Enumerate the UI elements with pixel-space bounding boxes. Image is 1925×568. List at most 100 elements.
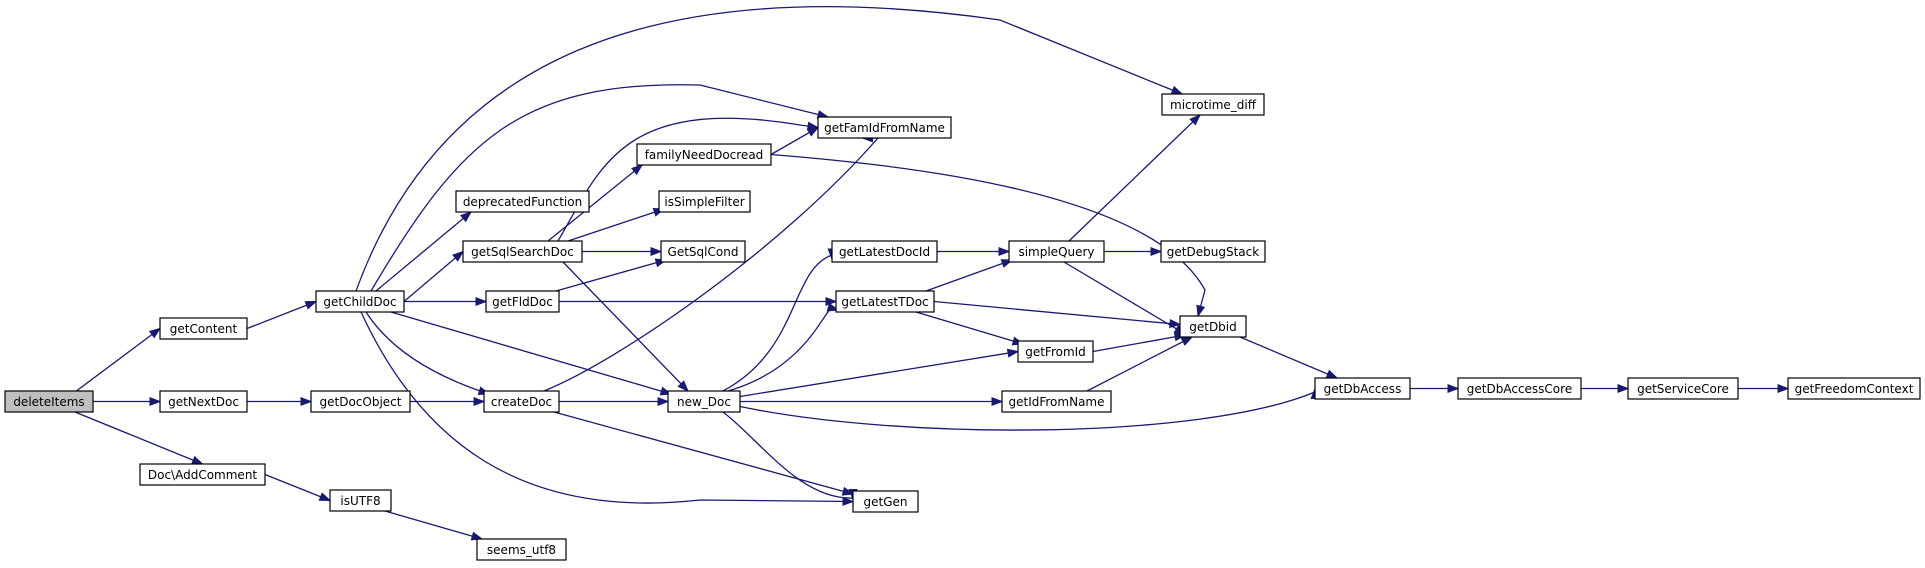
node-box [1627, 377, 1739, 400]
node-create-doc[interactable]: createDoc [483, 390, 560, 413]
edge-new-doc-to-get-latest-doc-id [722, 254, 833, 392]
node-get-fld-doc[interactable]: getFldDoc [485, 290, 560, 313]
node-get-db-access[interactable]: getDbAccess [1314, 377, 1411, 400]
node-box [485, 290, 560, 313]
node-label: getDbAccessCore [1467, 382, 1572, 396]
node-box [310, 390, 411, 413]
node-get-service-core[interactable]: getServiceCore [1627, 377, 1739, 400]
edge-get-id-from-name-to-get-dbid [1086, 336, 1193, 392]
node-box [667, 390, 741, 413]
node-get-next-doc[interactable]: getNextDoc [159, 390, 248, 413]
node-get-doc-object[interactable]: getDocObject [310, 390, 411, 413]
edge-get-child-doc-to-create-doc [365, 311, 490, 395]
node-is-utf8[interactable]: isUTF8 [329, 489, 392, 512]
node-label: getDbid [1189, 320, 1237, 334]
node-get-latest-t-doc[interactable]: getLatestTDoc [835, 290, 935, 313]
node-delete-items[interactable]: deleteItems [4, 390, 94, 413]
arrowhead-get-from-id [1006, 348, 1020, 358]
node-box [660, 240, 746, 263]
node-label: isUTF8 [340, 494, 380, 508]
node-label: getDbAccess [1324, 382, 1402, 396]
edge-get-child-doc-to-get-sql-search-doc [403, 251, 464, 302]
node-box [1179, 315, 1247, 338]
node-box [462, 240, 583, 263]
node-label: Doc\AddComment [148, 468, 258, 482]
node-label: GetSqlCond [668, 245, 739, 259]
arrowhead-new-doc [657, 396, 670, 407]
arrowhead-get-dbid [1169, 319, 1182, 329]
arrowhead-get-latest-t-doc [825, 296, 838, 307]
node-label: getFreedomContext [1795, 382, 1914, 396]
node-box [831, 240, 938, 263]
arrowhead-get-service-core [1617, 383, 1630, 394]
node-get-freedom-context[interactable]: getFreedomContext [1787, 377, 1921, 400]
node-box [139, 463, 266, 486]
node-box [1017, 340, 1094, 363]
arrowhead-get-dbid [1180, 336, 1194, 346]
node-box [476, 538, 567, 561]
node-get-sql-search-doc[interactable]: getSqlSearchDoc [462, 240, 583, 263]
edge-simple-query-to-microtime-diff [1068, 114, 1201, 242]
arrowhead-get-gen [842, 496, 855, 506]
node-label: getFldDoc [492, 295, 553, 309]
node-get-id-from-name[interactable]: getIdFromName [1001, 390, 1112, 413]
node-get-debug-stack[interactable]: getDebugStack [1160, 240, 1266, 263]
arrowhead-get-doc-object [300, 396, 313, 407]
node-box [483, 390, 560, 413]
node-simple-query[interactable]: simpleQuery [1008, 240, 1105, 263]
node-label: microtime_diff [1170, 98, 1257, 112]
node-deprecated-function[interactable]: deprecatedFunction [455, 190, 590, 213]
node-box [455, 190, 590, 213]
edge-get-latest-t-doc-to-get-from-id [915, 311, 1024, 345]
node-get-latest-doc-id[interactable]: getLatestDocId [831, 240, 938, 263]
node-box [1001, 390, 1112, 413]
node-box [835, 290, 935, 313]
node-get-db-access-core[interactable]: getDbAccessCore [1457, 377, 1582, 400]
arrowhead-microtime-diff [1189, 114, 1202, 126]
node-get-dbid[interactable]: getDbid [1179, 315, 1247, 338]
edge-new-doc-to-get-gen [722, 411, 854, 500]
edge-create-doc-to-get-gen [553, 411, 854, 495]
node-label: getIdFromName [1009, 395, 1105, 409]
edge-get-content-to-get-child-doc [246, 300, 317, 330]
node-is-simple-filter[interactable]: isSimpleFilter [658, 190, 751, 213]
node-label: isSimpleFilter [664, 195, 744, 209]
node-label: familyNeedDocread [645, 148, 764, 162]
node-box [817, 116, 952, 139]
node-new-doc[interactable]: new_Doc [667, 390, 741, 413]
node-box [1161, 93, 1265, 116]
edge-delete-items-to-get-content [72, 327, 161, 395]
node-doc-add-comment[interactable]: Doc\AddComment [139, 463, 266, 486]
node-label: getNextDoc [168, 395, 239, 409]
node-seems-utf8[interactable]: seems_utf8 [476, 538, 567, 561]
node-label: getLatestDocId [839, 245, 930, 259]
edge-get-latest-t-doc-to-simple-query [925, 259, 1013, 292]
edge-get-child-doc-to-new-doc [390, 311, 672, 395]
node-get-child-doc[interactable]: getChildDoc [315, 290, 405, 313]
node-box [4, 390, 94, 413]
node-get-fam-id-from-name[interactable]: getFamIdFromName [817, 116, 952, 139]
arrowhead-create-doc [473, 396, 486, 407]
edge-delete-items-to-doc-add-comment [74, 411, 203, 465]
arrowhead-get-next-doc [149, 396, 162, 407]
arrowhead-get-db-access-core [1447, 383, 1460, 394]
edge-get-sql-search-doc-to-is-simple-filter [567, 208, 665, 242]
edge-get-fld-doc-to-get-sql-cond [555, 259, 667, 292]
node-box [852, 490, 919, 513]
node-get-sql-cond[interactable]: GetSqlCond [660, 240, 746, 263]
node-get-content[interactable]: getContent [159, 317, 248, 340]
node-get-from-id[interactable]: getFromId [1017, 340, 1094, 363]
edge-get-from-id-to-get-dbid [1092, 334, 1186, 353]
node-family-need-docread[interactable]: familyNeedDocread [636, 143, 772, 166]
node-label: getFamIdFromName [824, 121, 945, 135]
edge-get-sql-search-doc-to-get-fam-id-from-name [557, 117, 819, 242]
node-box [658, 190, 751, 213]
arrowhead-get-sql-cond [650, 246, 663, 257]
node-get-gen[interactable]: getGen [852, 490, 919, 513]
arrowhead-get-db-access [1325, 369, 1339, 379]
arrowhead-new-doc [677, 380, 689, 393]
node-microtime-diff[interactable]: microtime_diff [1161, 93, 1265, 116]
node-label: new_Doc [677, 395, 731, 409]
edge-get-child-doc-to-get-fam-id-from-name [370, 84, 829, 292]
